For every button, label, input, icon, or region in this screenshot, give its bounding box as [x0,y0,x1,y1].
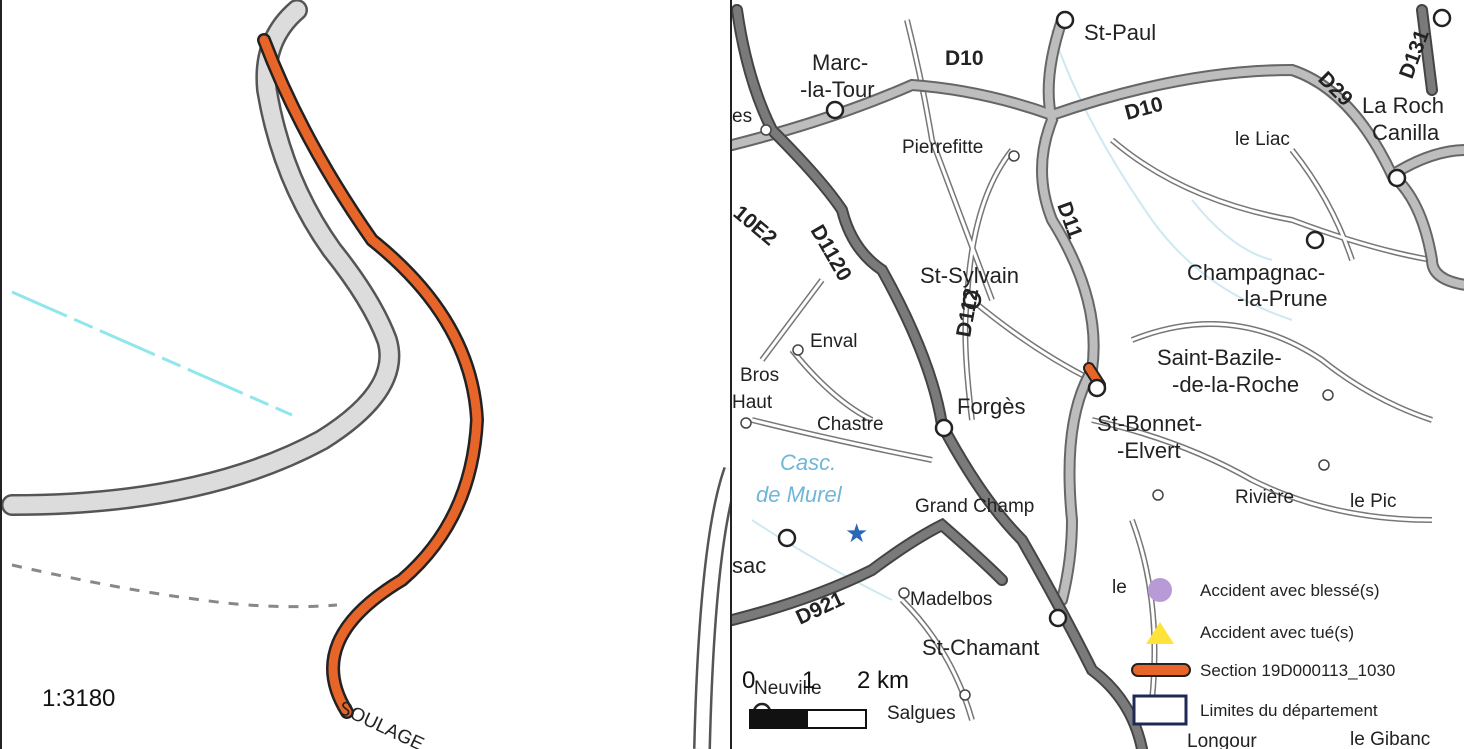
track-path [11,563,338,609]
overview-map-panel[interactable]: ★ St-Paul Marc- -la-Tour La Roch Canilla… [730,0,1464,749]
place-riviere: Rivière [1235,487,1294,508]
secondary-roads [732,16,1464,604]
place-salgues: Salgues [887,703,956,724]
place-la-roche-1: La Roch [1362,93,1444,118]
legend-label-section: Section 19D000113_1030 [1200,661,1395,680]
place-champagnac-1: Champagnac- [1187,260,1325,285]
place-le: le [1112,577,1127,598]
place-la-roche-2: Canilla [1372,120,1440,145]
legend-injured-icon [1148,578,1172,602]
rivers [751,29,1293,601]
place-champagnac-2: -la-Prune [1237,286,1327,311]
road-name-label: SOULAGE [335,697,427,749]
road-d112: D112 [952,287,983,339]
waterfall-star-icon: ★ [845,518,868,548]
place-st-bonnet-1: St-Bonnet- [1097,411,1202,436]
town-markers [752,8,1452,722]
scale-two: 2 km [857,667,909,694]
place-saint-bazile-2: -de-la-Roche [1172,372,1299,397]
place-madelbos: Madelbos [910,589,992,610]
minor-roads [751,19,1433,721]
place-pierrefitte: Pierrefitte [902,137,983,158]
section-19d000113-1030[interactable] [259,35,482,717]
place-bros: Bros [740,365,779,386]
place-st-sylvain: St-Sylvain [920,263,1019,288]
place-st-chamant: St-Chamant [922,635,1039,660]
place-le-gibanc: le Gibanc [1350,729,1430,749]
place-saint-bazile-1: Saint-Bazile- [1157,345,1282,370]
place-longour: Longour [1187,731,1257,749]
scale-zero: 0 [742,667,755,694]
hamlet-markers [740,124,1334,701]
section-outline [257,33,485,719]
place-chastre: Chastre [817,414,884,435]
place-le-pic: le Pic [1350,491,1396,512]
scale-bar-filled [750,710,808,728]
place-neuville: Neuville [754,678,822,699]
road-d10-a: D10 [945,47,984,70]
legend-label-injured: Accident avec blessé(s) [1200,581,1380,600]
place-marc-la-tour-1: Marc- [812,50,868,75]
zoomed-map-canvas: SOULAGE [2,0,730,749]
map-scale: 1:3180 [42,685,116,712]
water-label-casc: Casc. [780,450,836,475]
place-grand-champ: Grand Champ [915,496,1034,517]
overview-map-canvas: ★ St-Paul Marc- -la-Tour La Roch Canilla… [732,4,1464,749]
zoomed-map-panel[interactable]: SOULAGE 1:3180 [0,0,730,749]
legend-boundary-icon [1132,694,1188,726]
water-line [11,290,293,417]
place-st-bonnet-2: -Elvert [1117,438,1181,463]
legend-killed-icon [1146,622,1174,644]
place-enval: Enval [810,331,858,352]
place-marc-la-tour-2: -la-Tour [800,77,875,102]
legend-section-icon [1131,663,1191,677]
place-st-paul: St-Paul [1084,20,1156,45]
road-d10e2: 10E2 [732,201,781,250]
side-road [695,467,730,749]
place-haut: Haut [732,392,773,413]
place-es: es [732,106,752,127]
gray-road [3,1,398,514]
legend-label-killed: Accident avec tué(s) [1200,623,1354,642]
legend: Accident avec blessé(s) Accident avec tu… [1131,578,1395,726]
water-label-murel: de Murel [756,482,843,507]
legend-label-boundary: Limites du département [1200,701,1378,720]
scale-one: 1 [802,667,815,694]
place-forges: Forgès [957,394,1025,419]
place-sac: sac [732,553,766,578]
place-le-liac: le Liac [1235,129,1290,150]
main-roads [732,6,1436,749]
